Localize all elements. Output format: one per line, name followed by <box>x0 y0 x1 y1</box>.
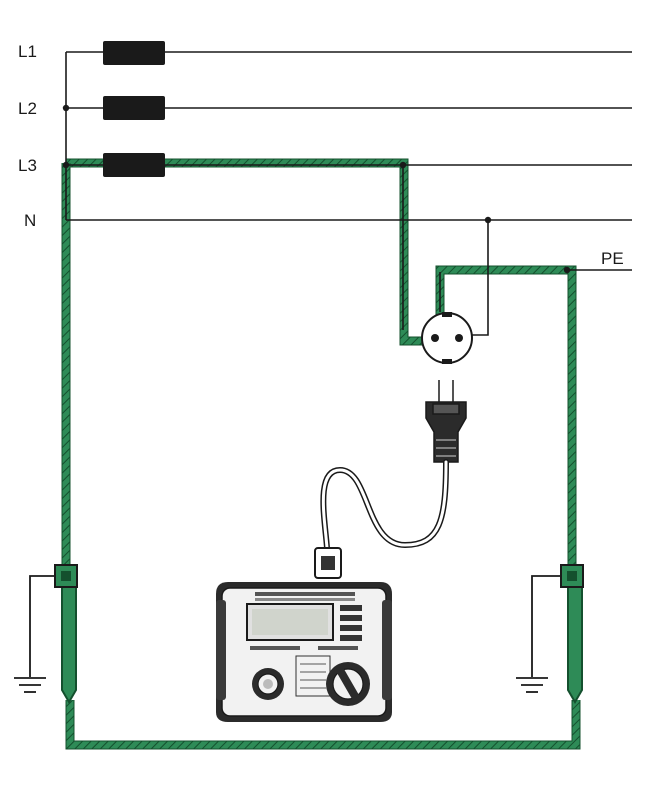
loop-tester-device-icon <box>216 547 392 722</box>
junction-dots <box>62 104 571 274</box>
label-l1: L1 <box>18 42 37 61</box>
label-l3: L3 <box>18 156 37 175</box>
fuse-icon <box>103 41 165 65</box>
supply-lines <box>65 51 632 336</box>
ground-symbol-icon <box>516 575 561 693</box>
schuko-socket-icon <box>421 312 473 364</box>
fuse-icon <box>103 153 165 177</box>
schuko-plug-icon <box>425 380 467 463</box>
earth-rod-icon <box>560 564 584 704</box>
label-n: N <box>24 211 37 230</box>
ground-symbol-icon <box>14 575 55 693</box>
earth-rod-icon <box>54 564 78 704</box>
label-l2: L2 <box>18 99 37 118</box>
label-pe: PE <box>601 249 624 268</box>
fuses <box>103 41 165 177</box>
fuse-icon <box>103 96 165 120</box>
